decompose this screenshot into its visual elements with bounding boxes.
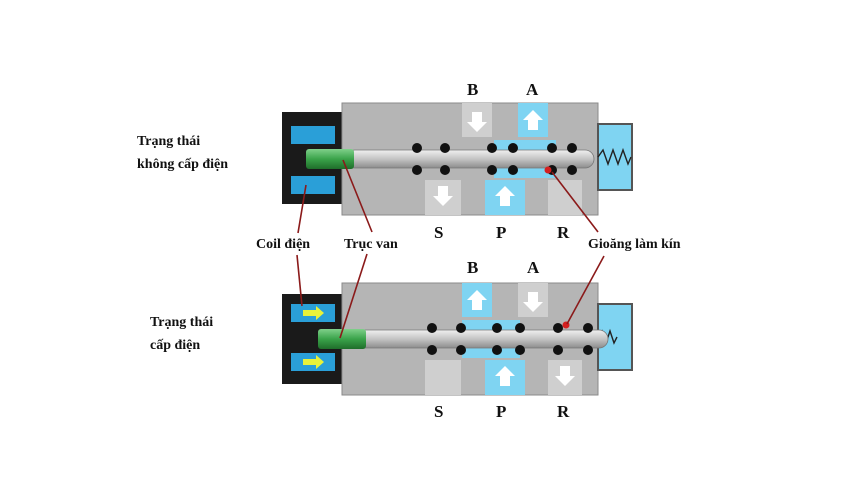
leader-lines xyxy=(296,159,605,339)
spring-icon xyxy=(597,147,632,167)
port-label-a-top: A xyxy=(526,80,539,99)
seal-leader-bottom xyxy=(566,255,605,325)
seal-marker xyxy=(544,166,552,174)
valve-de-energized xyxy=(282,102,633,216)
callout-spool: Trục van xyxy=(344,237,398,252)
port-r-channel xyxy=(548,180,582,215)
spool-leader-bottom xyxy=(339,253,368,339)
plunger xyxy=(306,149,354,169)
coil-leader-top xyxy=(297,184,307,234)
spool-leader-top xyxy=(342,159,373,233)
plunger xyxy=(318,329,366,349)
spool-rod xyxy=(345,149,595,169)
coil-leader-bottom xyxy=(296,254,303,307)
port-s-channel xyxy=(425,360,461,395)
spool-seals xyxy=(427,323,593,355)
state-off-line2: không cấp điện xyxy=(137,157,228,172)
state-on-line1: Trạng thái xyxy=(150,315,213,330)
port-label-a-bottom: A xyxy=(527,258,540,277)
port-label-r-bottom: R xyxy=(557,402,570,421)
callout-coil: Coil điện xyxy=(256,237,310,252)
port-label-p-bottom: P xyxy=(496,402,506,421)
port-label-p-top: P xyxy=(496,223,506,242)
up-arrow-icon xyxy=(495,366,515,386)
port-label-s-top: S xyxy=(434,223,443,242)
port-label-r-top: R xyxy=(557,223,570,242)
seal-leader-top xyxy=(551,171,599,233)
valve-energized xyxy=(282,282,633,396)
energized-arrow-icon xyxy=(303,306,324,320)
state-on-line2: cấp điện xyxy=(150,338,200,353)
state-off-line1: Trạng thái xyxy=(137,134,200,149)
coil-winding-bottom xyxy=(291,176,335,194)
callout-seal: Gioăng làm kín xyxy=(588,237,681,252)
up-arrow-icon xyxy=(467,290,487,310)
down-arrow-icon xyxy=(555,366,575,386)
spool-rod xyxy=(325,329,609,349)
port-label-s-bottom: S xyxy=(434,402,443,421)
port-label-b-bottom: B xyxy=(467,258,478,277)
down-arrow-icon xyxy=(523,292,543,312)
energized-arrow-icon xyxy=(303,355,324,369)
up-arrow-icon xyxy=(495,186,515,206)
down-arrow-icon xyxy=(467,112,487,132)
down-arrow-icon xyxy=(433,186,453,206)
port-label-b-top: B xyxy=(467,80,478,99)
up-arrow-icon xyxy=(523,110,543,130)
coil-winding-top xyxy=(291,126,335,144)
